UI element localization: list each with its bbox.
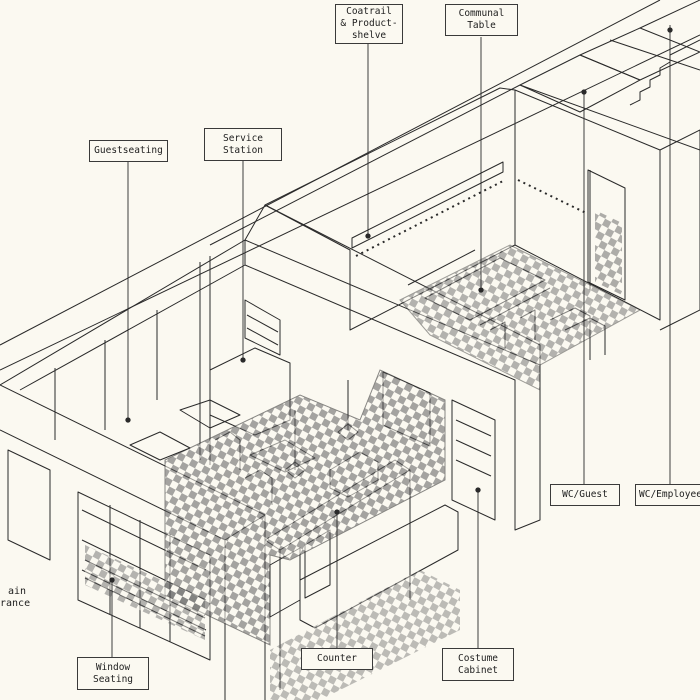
- skylight-panel: [579, 27, 700, 81]
- coat-shelf: [351, 161, 504, 249]
- front-floor-tiles: [164, 369, 446, 646]
- label-guestseating: Guestseating: [89, 140, 168, 162]
- communal-right-wall: [514, 89, 661, 321]
- leader-dot: [475, 487, 481, 493]
- wc-guest-door: [587, 169, 626, 301]
- leader-dot: [478, 287, 484, 293]
- wc-floor-tiles: [595, 210, 622, 295]
- service-shelf-lines: [246, 314, 279, 346]
- pendant-cord: [54, 310, 349, 470]
- leader-dot: [365, 233, 371, 239]
- costume-cabinet-shelves: [455, 419, 492, 477]
- label-main-entrance: ain rance: [0, 586, 31, 609]
- leader-dot: [334, 509, 340, 515]
- back-bench: [299, 504, 459, 629]
- leader-dot: [240, 357, 246, 363]
- coat-rail-dots: [355, 179, 506, 257]
- communal-rail: [517, 179, 589, 215]
- back-wall-line: [209, 84, 700, 246]
- window-floor-tiles: [85, 545, 205, 640]
- table: [179, 399, 241, 429]
- costume-cabinet: [451, 399, 496, 521]
- label-wc-employee: WC/Employee: [635, 484, 700, 506]
- service-shelf: [244, 299, 281, 356]
- leader-dot: [581, 89, 587, 95]
- label-coatrail: Coatrail& Product-shelve: [335, 4, 403, 44]
- window-frame: [7, 449, 51, 561]
- leader-dot: [125, 417, 131, 423]
- front-left-wall: [0, 239, 246, 391]
- wc-employee-wall: [659, 129, 700, 331]
- leader-dot: [667, 27, 673, 33]
- label-counter: Counter: [301, 648, 373, 670]
- back-floor-tiles: [399, 244, 642, 391]
- leader-dot: [109, 577, 115, 583]
- skylight-panel: [609, 0, 700, 71]
- bench-floor-tiles: [270, 570, 460, 700]
- label-wc-guest: WC/Guest: [550, 484, 620, 506]
